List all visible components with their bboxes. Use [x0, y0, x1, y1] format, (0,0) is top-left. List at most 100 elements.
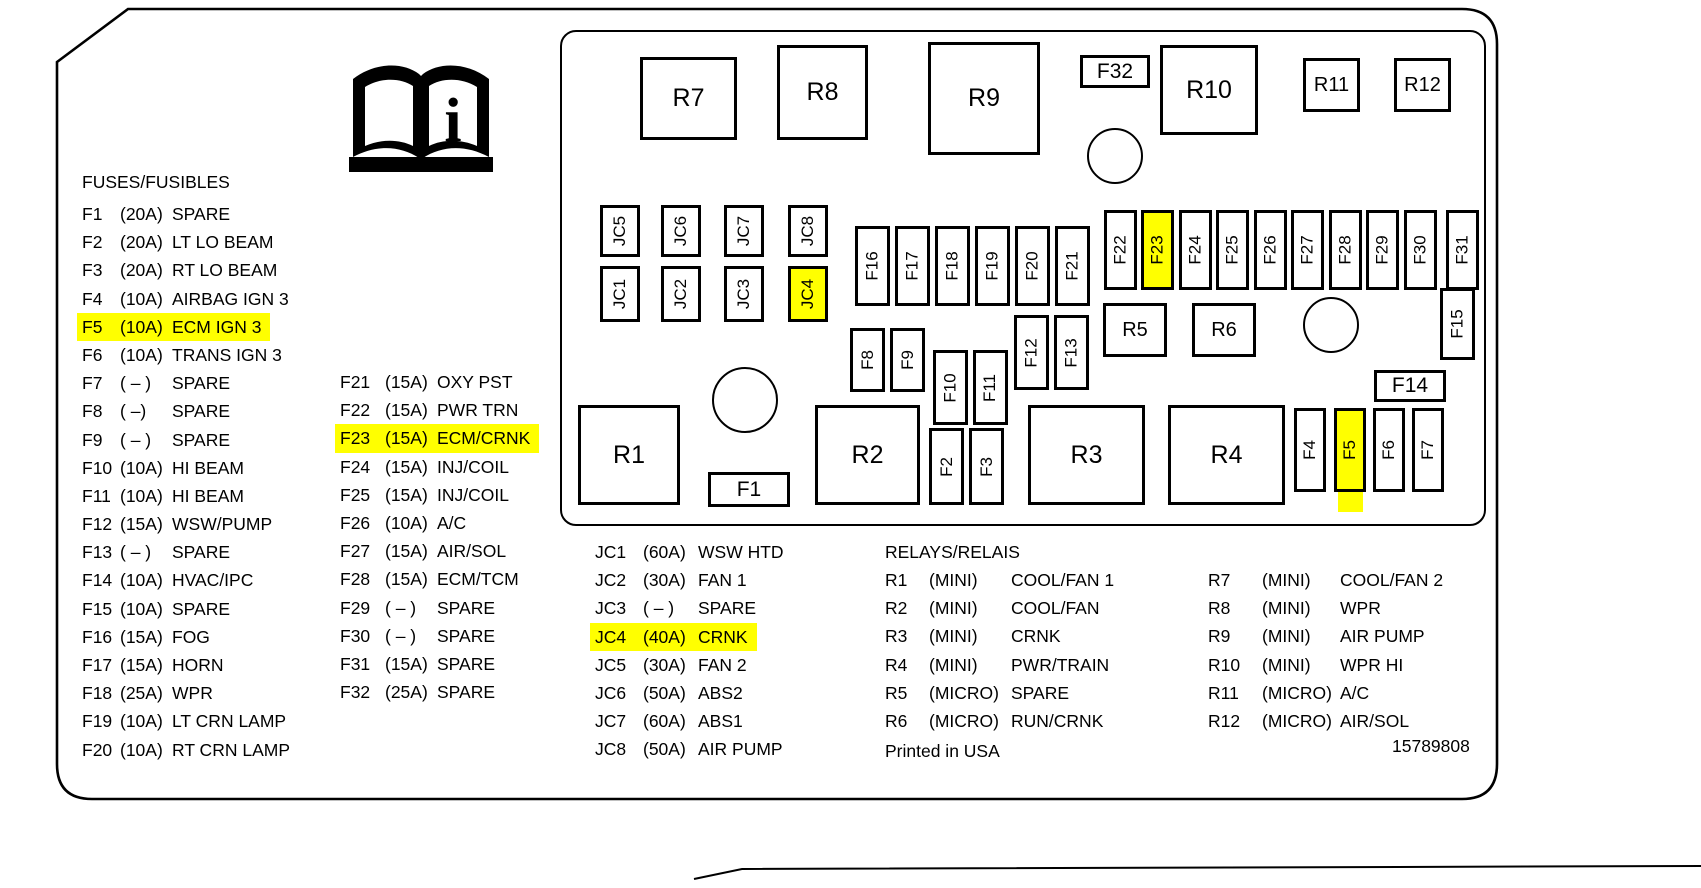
amp-text: ( – ): [120, 542, 152, 563]
slot-label: R8: [806, 78, 839, 106]
slot-r4: R4: [1168, 405, 1285, 505]
label-text: PWR/TRAIN: [1011, 654, 1110, 675]
label-text: HVAC/IPC: [172, 570, 254, 591]
amp-text: (20A): [120, 204, 163, 224]
code-text: R10: [1208, 654, 1241, 675]
code-text: F23: [340, 428, 371, 449]
label-text: WPR HI: [1340, 654, 1404, 675]
jc7-legend-row: JC7(60A)ABS1: [595, 707, 743, 735]
slot-f20: F20: [1015, 226, 1050, 306]
slot-f12: F12: [1014, 315, 1049, 390]
slot-label: R10: [1186, 75, 1232, 104]
label-text: INJ/COIL: [437, 484, 509, 505]
f22-legend-row: F22(15A)PWR TRN: [340, 396, 518, 424]
slot-label: F30: [1410, 235, 1430, 265]
slot-label: F11: [980, 373, 1000, 402]
slot-f19: F19: [975, 226, 1010, 306]
label-text: AIR PUMP: [698, 739, 783, 760]
slot-f31: F31: [1446, 210, 1479, 290]
amp-text: ( – ): [385, 625, 417, 646]
slot-label: JC8: [797, 215, 817, 247]
svg-text:i: i: [444, 87, 461, 155]
amp-text: (30A): [643, 654, 686, 675]
amp-text: ( – ): [643, 598, 675, 619]
slot-label: F31: [1452, 235, 1472, 265]
slot-label: JC1: [609, 278, 629, 310]
slot-label: F2: [936, 456, 956, 477]
amp-text: (60A): [643, 542, 686, 562]
slot-label: F12: [1021, 337, 1041, 368]
slot-jc6: JC6: [661, 205, 701, 257]
slot-jc5: JC5: [600, 205, 640, 257]
jc8-legend-row: JC8(50A)AIR PUMP: [595, 735, 783, 763]
slot-f25: F25: [1216, 210, 1249, 290]
slot-f27: F27: [1291, 210, 1324, 290]
label-text: RUN/CRNK: [1011, 710, 1104, 731]
code-text: F27: [340, 541, 371, 562]
amp-text: (60A): [643, 711, 686, 732]
label-text: FOG: [172, 626, 210, 647]
label-text: TRANS IGN 3: [172, 344, 282, 365]
slot-jc4: JC4: [788, 266, 828, 322]
slot-r2: R2: [815, 405, 920, 505]
label-text: RT CRN LAMP: [172, 739, 290, 760]
label-text: SPARE: [698, 598, 757, 619]
amp-text: (50A): [643, 682, 686, 703]
code-text: F11: [82, 485, 111, 506]
code-text: F24: [340, 456, 371, 477]
slot-label: F8: [857, 350, 877, 370]
amp-text: (10A): [120, 316, 163, 337]
jc5-legend-row: JC5 (30A) FAN 2: [595, 651, 747, 679]
f4-legend-row: F4(10A)AIRBAG IGN 3: [82, 285, 289, 313]
slot-r6: R6: [1192, 303, 1256, 357]
type-text: (MICRO): [1262, 710, 1332, 731]
code-text: R5: [885, 682, 908, 703]
type-text: (MICRO): [1262, 682, 1332, 703]
code-text: JC7: [595, 711, 627, 732]
code-text: JC5: [595, 654, 627, 675]
f12-legend-row: F12(15A)WSW/PUMP: [82, 510, 272, 538]
label-text: AIR/SOL: [1340, 710, 1410, 731]
code-text: F26: [340, 512, 371, 533]
slot-f16: F16: [855, 226, 890, 306]
amp-text: (10A): [120, 598, 163, 619]
slot-r7: R7: [640, 57, 737, 140]
jc2-legend-row: JC2(30A)FAN 1: [595, 566, 747, 594]
slot-jc1: JC1: [600, 266, 640, 322]
amp-text: (15A): [385, 372, 428, 392]
r8-legend-row: R8(MINI)WPR: [1208, 594, 1381, 622]
slot-f17: F17: [895, 226, 930, 306]
amp-text: (10A): [120, 485, 163, 506]
f30-legend-row: F30( – )SPARE: [340, 622, 495, 650]
slot-label: R11: [1313, 73, 1350, 96]
label-text: ABS2: [698, 682, 743, 703]
amp-text: (25A): [120, 683, 163, 704]
amp-text: ( – ): [385, 597, 417, 618]
r2-legend-row: R2(MINI)COOL/FAN: [885, 594, 1100, 622]
amp-text: ( – ): [120, 373, 152, 394]
label-text: HI BEAM: [172, 457, 244, 478]
slot-label: R12: [1404, 73, 1441, 96]
code-text: F10: [82, 457, 113, 478]
f1-legend-row: F1(20A)SPARE: [82, 200, 230, 228]
slot-label: F22: [1110, 235, 1130, 265]
slot-label: F17: [902, 251, 922, 281]
slot-label: R5: [1122, 318, 1148, 341]
label-text: FAN 2: [698, 654, 747, 675]
r5-legend-row: R5(MICRO)SPARE: [885, 679, 1069, 707]
label-text: OXY PST: [437, 372, 513, 392]
slot-f5: F5: [1334, 408, 1366, 492]
f31-legend-row: F31(15A)SPARE: [340, 650, 495, 678]
code-text: F18: [82, 683, 113, 704]
slot-r3: R3: [1028, 405, 1145, 505]
slot-jc7: JC7: [724, 205, 764, 257]
label-text: WSW HTD: [698, 542, 784, 562]
f20-legend-row: F20(10A)RT CRN LAMP: [82, 736, 290, 764]
amp-text: (15A): [385, 541, 428, 562]
f15-legend-row: F15(10A)SPARE: [82, 595, 230, 623]
